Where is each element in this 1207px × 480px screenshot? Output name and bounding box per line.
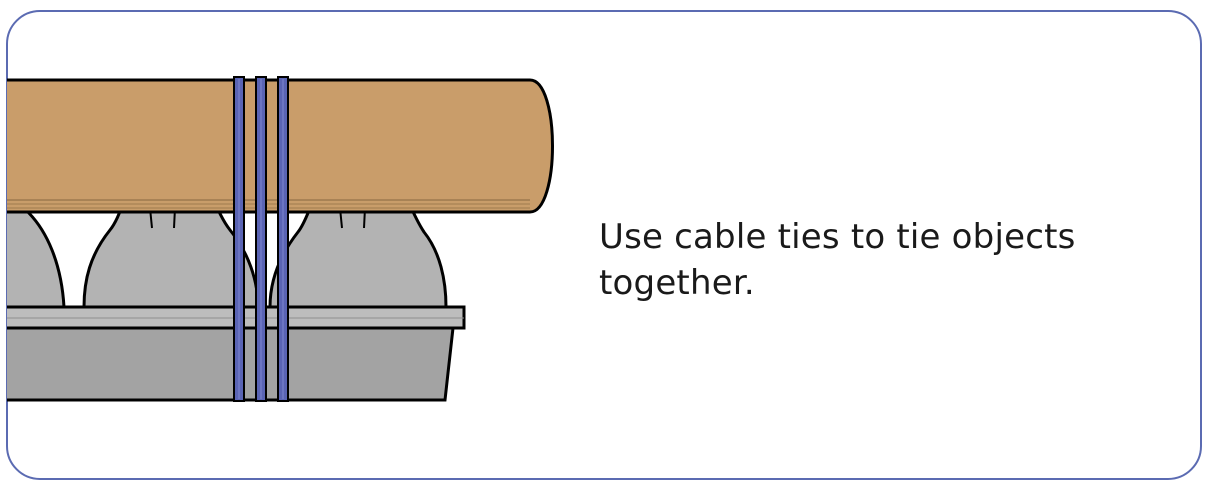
egg-carton: [0, 195, 464, 400]
wooden-dowel: [0, 80, 553, 212]
cable-ties: [234, 77, 288, 401]
instruction-caption: Use cable ties to tie objects together.: [599, 214, 1159, 306]
